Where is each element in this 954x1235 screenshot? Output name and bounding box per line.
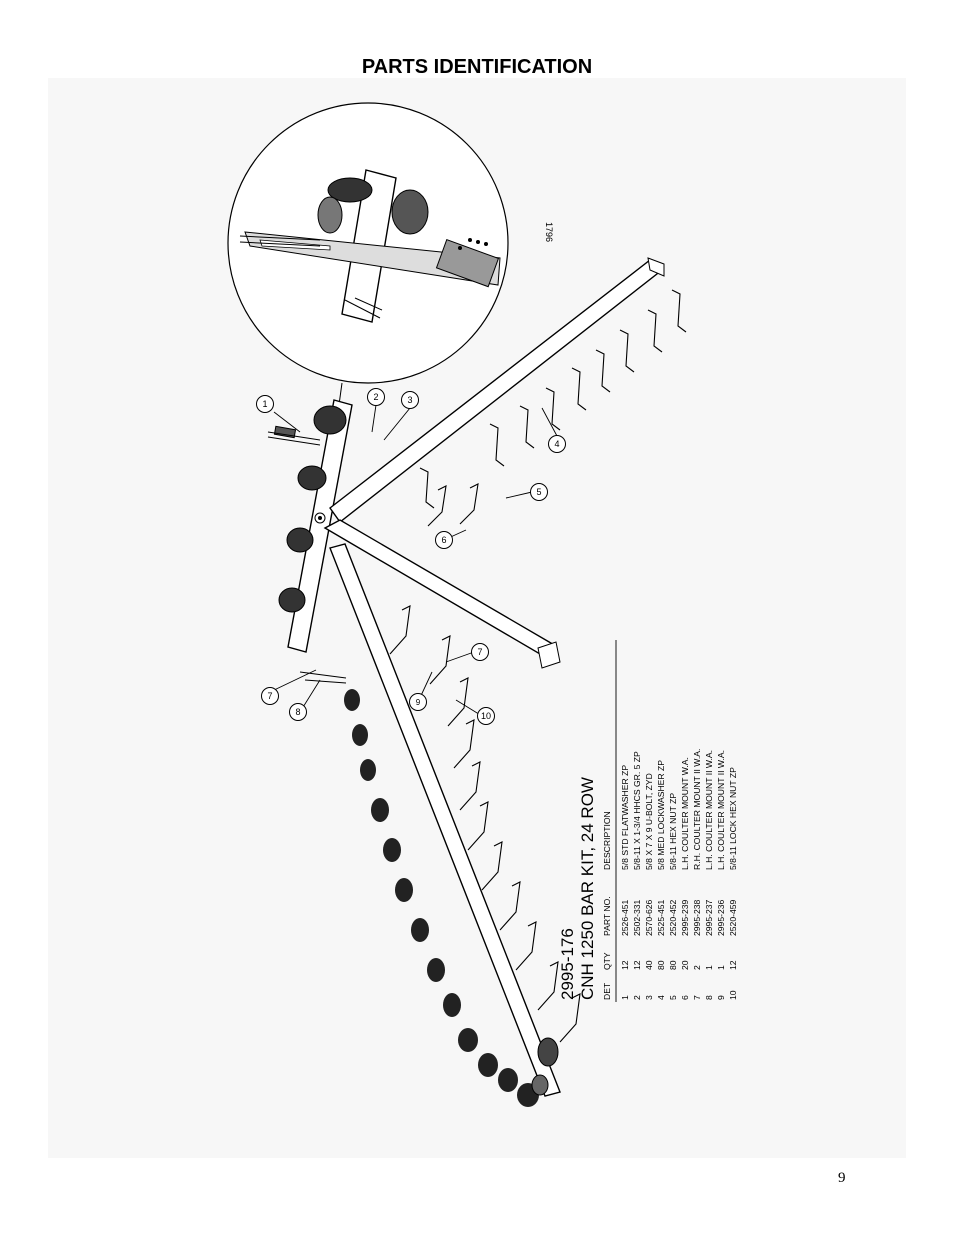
row-description: R.H. COULTER MOUNT II W.A. [692, 749, 702, 870]
row-description: 5/8-11 HEX NUT ZP [668, 793, 678, 870]
row-det: 9 [716, 995, 726, 1000]
callout-2-label: 7 [267, 691, 272, 701]
row-part-no: 2520-459 [728, 899, 738, 936]
table-row: 1 12 2526-451 5/8 STD FLATWASHER ZP [620, 765, 630, 1000]
table-row: 10 12 2520-459 5/8-11 LOCK HEX NUT ZP [728, 767, 738, 1000]
callout-5: 3 [401, 391, 419, 409]
table-row: 2 12 2502-331 5/8-11 X 1-3/4 HHCS GR. 5 … [632, 751, 642, 1000]
row-det: 8 [704, 995, 714, 1000]
callout-7-lower: 7 [471, 643, 489, 661]
row-part-no: 2995-236 [716, 899, 726, 936]
callout-5-label: 3 [407, 395, 412, 405]
row-description: L.H. COULTER MOUNT W.A. [680, 757, 690, 870]
header-qty: QTY [602, 952, 612, 970]
row-det: 10 [728, 990, 738, 1000]
coulter-mounts [389, 605, 581, 1043]
row-det: 6 [680, 995, 690, 1000]
toolbar-frame [287, 257, 665, 1097]
row-description: L.H. COULTER MOUNT II W.A. [704, 750, 714, 870]
callout-10-label: 9 [416, 698, 421, 707]
kit-number: 2995-176 [558, 928, 577, 1000]
row-qty: 20 [680, 960, 690, 970]
table-row: 4 80 2525-451 5/8 MED LOCKWASHER ZP [656, 760, 666, 1000]
row-description: L.H. COULTER MOUNT II W.A. [716, 750, 726, 870]
table-row: 3 40 2570-626 5/8 X 7 X 9 U-BOLT, ZYD [644, 773, 654, 1000]
row-qty: 40 [644, 960, 654, 970]
row-qty: 2 [692, 965, 702, 970]
row-description: 5/8-11 LOCK HEX NUT ZP [728, 767, 738, 870]
row-qty: 1 [716, 965, 726, 970]
callout-4: 2 [367, 388, 385, 406]
row-qty: 1 [704, 965, 714, 970]
row-part-no: 2526-451 [620, 899, 630, 936]
page-number: 9 [838, 1170, 846, 1186]
detail-view [227, 102, 509, 413]
callout-7-upper-label: 5 [536, 487, 541, 497]
table-row: 8 1 2995-237 L.H. COULTER MOUNT II W.A. [704, 750, 714, 1000]
row-part-no: 2525-451 [656, 899, 666, 936]
row-det: 7 [692, 995, 702, 1000]
row-qty: 12 [620, 960, 630, 970]
row-det: 3 [644, 995, 654, 1000]
callout-9: 10 [477, 707, 495, 725]
mount-hardware [267, 405, 347, 684]
callout-9-label: 10 [481, 711, 491, 721]
callout-3-label: 1 [262, 399, 267, 409]
row-qty: 80 [668, 960, 678, 970]
table-row: 9 1 2995-236 L.H. COULTER MOUNT II W.A. [716, 750, 726, 1000]
table-row: 7 2 2995-238 R.H. COULTER MOUNT II W.A. [692, 749, 702, 1000]
header-det: DET [602, 982, 612, 1000]
page-title: PARTS IDENTIFICATION [361, 56, 593, 78]
row-description: 5/8 X 7 X 9 U-BOLT, ZYD [644, 773, 654, 870]
table-row: 5 80 2520-452 5/8-11 HEX NUT ZP [668, 793, 678, 1000]
row-qty: 80 [656, 960, 666, 970]
coulter-wheels [344, 689, 559, 1107]
callout-3: 1 [256, 395, 274, 413]
row-det: 4 [656, 995, 666, 1000]
row-part-no: 2520-452 [668, 899, 678, 936]
brace-coulter-mounts [419, 289, 687, 527]
row-part-no: 2995-237 [704, 899, 714, 936]
header-part-no: PART NO. [602, 896, 612, 936]
callout-6-label: 4 [554, 439, 559, 449]
parts-identification-drawing: 1796 [227, 102, 738, 1107]
callout-6: 4 [548, 435, 566, 453]
row-part-no: 2502-331 [632, 899, 642, 936]
parts-table: 2995-176 CNH 1250 BAR KIT, 24 ROW DET QT… [558, 640, 738, 1002]
row-det: 1 [620, 995, 630, 1000]
row-description: 5/8-11 X 1-3/4 HHCS GR. 5 ZP [632, 751, 642, 870]
callout-10: 9 [409, 693, 427, 711]
drawing-number: 1796 [544, 222, 554, 242]
row-det: 5 [668, 995, 678, 1000]
header-description: DESCRIPTION [602, 811, 612, 870]
callout-7-lower-label: 7 [477, 647, 482, 657]
kit-title: CNH 1250 BAR KIT, 24 ROW [578, 777, 597, 1000]
parts-table-header: DET QTY PART NO. DESCRIPTION [602, 811, 612, 1000]
row-part-no: 2995-238 [692, 899, 702, 936]
row-part-no: 2570-626 [644, 899, 654, 936]
callout-8: 6 [435, 531, 453, 549]
table-row: 6 20 2995-239 L.H. COULTER MOUNT W.A. [680, 757, 690, 1000]
row-description: 5/8 STD FLATWASHER ZP [620, 765, 630, 870]
callout-7-upper: 5 [530, 483, 548, 501]
callout-1: 8 [289, 703, 307, 721]
callout-4-label: 2 [373, 392, 378, 402]
callout-1-label: 8 [295, 707, 300, 717]
callout-2: 7 [261, 687, 279, 705]
callout-8-label: 6 [441, 535, 446, 545]
row-qty: 12 [728, 960, 738, 970]
row-description: 5/8 MED LOCKWASHER ZP [656, 760, 666, 870]
row-qty: 12 [632, 960, 642, 970]
row-det: 2 [632, 995, 642, 1000]
row-part-no: 2995-239 [680, 899, 690, 936]
parts-drawing-area: 1796 [48, 78, 906, 1158]
